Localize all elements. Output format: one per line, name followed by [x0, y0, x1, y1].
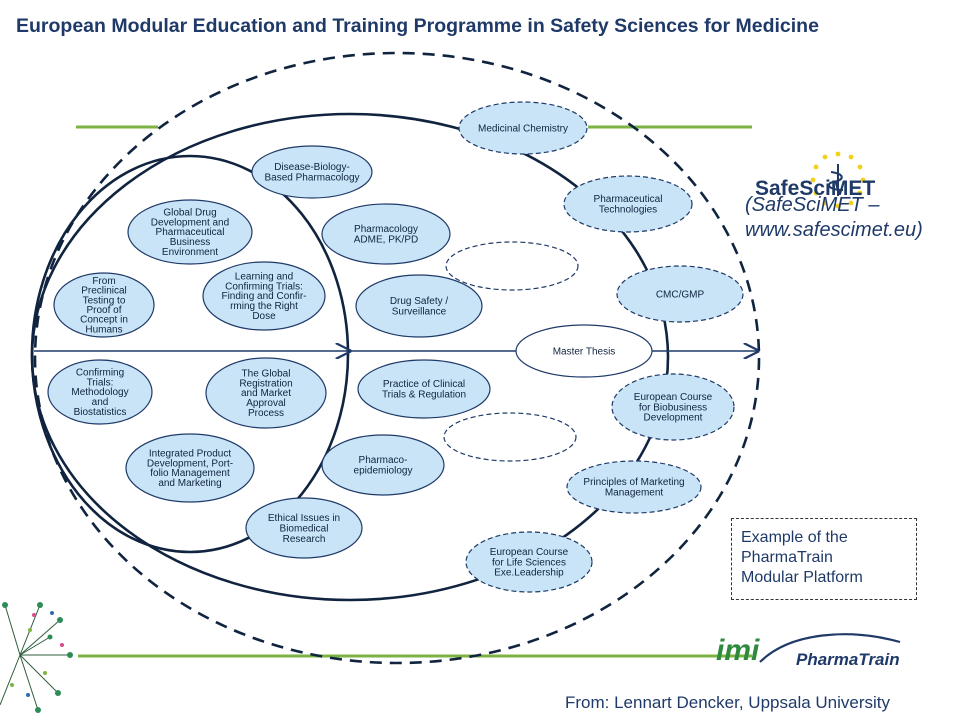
- module-preclinical-shape: [53, 272, 155, 338]
- module-pharmacology-shape: [321, 203, 451, 265]
- example-note: Example of the PharmaTrain Modular Platf…: [731, 518, 917, 600]
- star-ring-icon: [810, 151, 866, 209]
- module-pharmacoepi-shape: [321, 434, 445, 496]
- module-biobusiness-shape: [611, 373, 735, 441]
- module-master-thesis: Master Thesis: [515, 324, 653, 378]
- imi-pharmatrain-logo: imi PharmaTrain: [716, 633, 901, 669]
- safescimet-logo: SafeSciMET: [755, 151, 875, 209]
- module-cmc-gmp-label: CMC/GMP: [656, 290, 705, 301]
- module-ethical-shape: [245, 497, 363, 559]
- module-cmc-gmp: CMC/GMP: [616, 265, 744, 323]
- pharmatrain-logo-text: PharmaTrain: [796, 650, 900, 669]
- module-drug-safety-label: Drug Safety /Surveillance: [390, 296, 449, 318]
- module-leadership-shape: [465, 531, 593, 593]
- swoosh-icon: [759, 633, 901, 663]
- empty-module-slot-lower: [443, 412, 577, 462]
- module-disease-biology-shape: [251, 145, 373, 199]
- module-medicinal-chem-shape: [458, 101, 588, 155]
- module-disease-biology: Disease-Biology-Based Pharmacology: [251, 145, 373, 199]
- module-integrated-shape: [125, 433, 255, 503]
- module-cmc-gmp-shape: [616, 265, 744, 323]
- module-pharma-tech-shape: [563, 175, 693, 233]
- safescimet-caption: (SafeSciMET – www.safescimet.eu): [745, 194, 923, 241]
- empty-module-slot-lower-shape: [443, 412, 577, 462]
- module-clinical-trials-shape: [357, 359, 491, 419]
- module-pharmacoepi: Pharmaco-epidemiology: [321, 434, 445, 496]
- module-medicinal-chem-label: Medicinal Chemistry: [478, 123, 568, 134]
- module-drug-safety-shape: [355, 274, 483, 338]
- empty-module-slot-upper-shape: [445, 241, 579, 291]
- credit-text: From: Lennart Dencker, Uppsala Universit…: [565, 693, 891, 712]
- module-drug-safety: Drug Safety /Surveillance: [355, 274, 483, 338]
- page-title: European Modular Education and Training …: [16, 15, 819, 37]
- imi-logo-text: imi: [716, 634, 760, 667]
- outer-dashed-boundary: [33, 51, 761, 665]
- safescimet-logo-text: SafeSciMET: [755, 177, 875, 200]
- module-confirming-shape: [47, 359, 153, 425]
- module-pharmacoepi-label: Pharmaco-epidemiology: [354, 455, 413, 477]
- module-master-thesis-label: Master Thesis: [553, 346, 616, 357]
- module-marketing-mgmt-shape: [566, 460, 702, 514]
- module-global-drug-shape: [127, 199, 253, 265]
- rod-of-asclepius-icon: [827, 164, 844, 196]
- module-master-thesis-shape: [515, 324, 653, 378]
- module-registration-shape: [205, 357, 327, 429]
- network-burst-icon: [0, 602, 73, 713]
- empty-module-slot-upper: [445, 241, 579, 291]
- module-disease-biology-label: Disease-Biology-Based Pharmacology: [264, 162, 359, 183]
- module-medicinal-chem: Medicinal Chemistry: [458, 101, 588, 155]
- module-learning-shape: [202, 261, 326, 331]
